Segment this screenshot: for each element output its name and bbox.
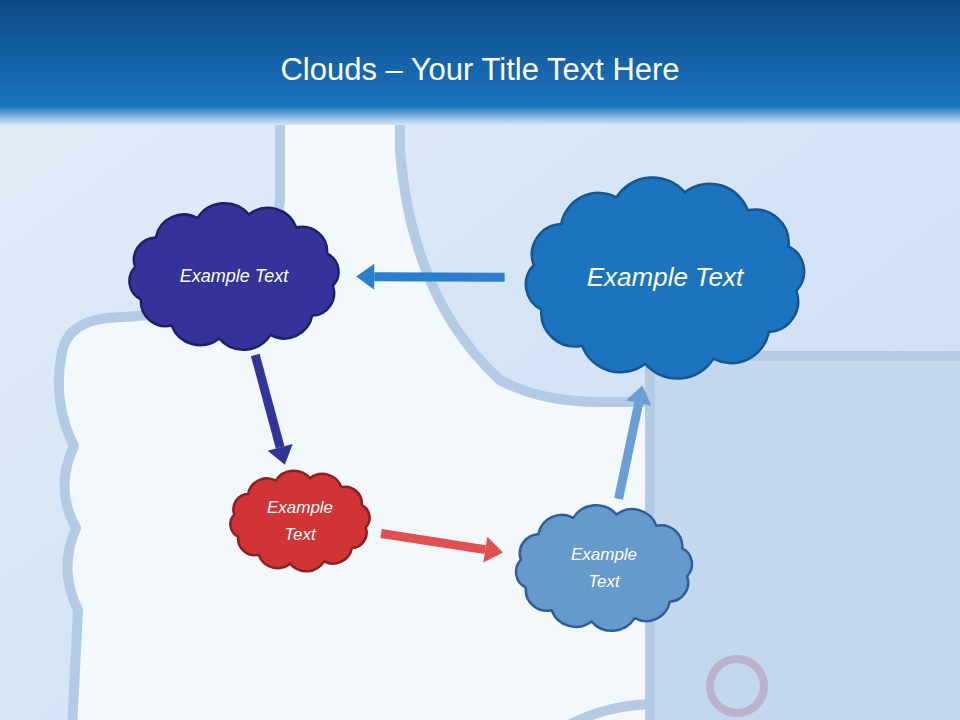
cloud-text: Example Text — [563, 541, 645, 595]
cloud-text: Example Text — [180, 262, 288, 291]
slide-title: Clouds – Your Title Text Here — [0, 52, 960, 88]
block-arrow — [255, 355, 292, 465]
cloud-shape: Example Text — [499, 164, 831, 392]
block-arrow — [381, 534, 503, 563]
cloud-outline — [217, 464, 383, 578]
cloud-outline — [499, 497, 709, 639]
block-arrow — [356, 264, 504, 290]
cloud-shape: Example Text — [109, 194, 359, 359]
cloud-shape: Example Text — [499, 497, 709, 639]
block-arrow — [619, 385, 652, 498]
cloud-shape: Example Text — [217, 464, 383, 578]
cloud-text: Example Text — [587, 257, 744, 299]
cloud-text: Example Text — [259, 494, 341, 548]
